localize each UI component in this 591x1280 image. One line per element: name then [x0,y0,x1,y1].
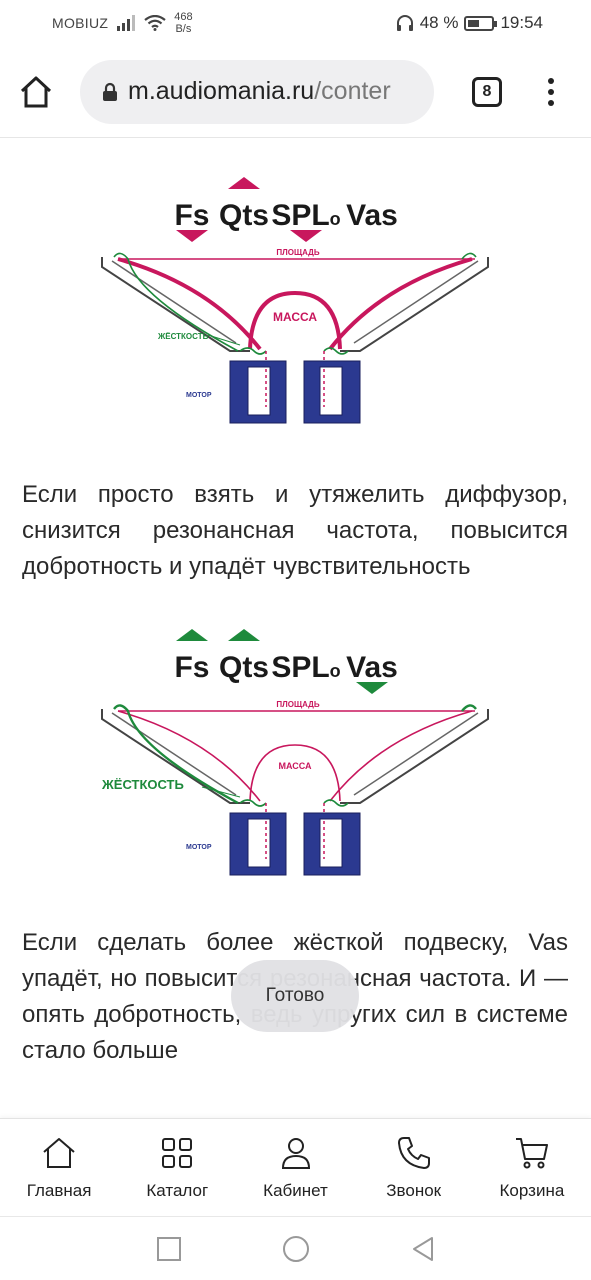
clock: 19:54 [500,13,543,32]
arrow-down-3 [356,682,388,694]
motor-right [303,812,361,876]
wifi-icon [144,15,166,31]
more-vert-icon [548,77,554,84]
label-stiffness: ЖЁСТКОСТЬ [157,332,209,341]
net-speed: 468 B/s [174,11,193,35]
home-circle-icon[interactable] [282,1235,310,1263]
param-label-3: Vas [346,651,398,684]
browser-toolbar: m.audiomania.ru/conter 8 [0,46,591,138]
param-label-3: Vas [346,199,398,232]
signal-icon [117,15,136,31]
nav-catalog[interactable]: Каталог [118,1119,236,1216]
basket-inner [111,712,479,796]
address-bar[interactable]: m.audiomania.ru/conter [80,59,434,124]
home-icon [43,1138,75,1168]
basket-inner [111,260,479,344]
label-stiffness: ЖЁСТКОСТЬ [101,777,184,792]
param-label-2: SPLo [271,199,340,232]
mass-dome [249,744,341,802]
nav-account[interactable]: Кабинет [236,1119,354,1216]
arrow-up-1 [228,629,260,641]
label-area: ПЛОЩАДЬ [276,248,320,257]
toast-done: Готово [231,960,359,1032]
bottom-nav: Главная Каталог Кабинет Звонок Корзина [0,1118,591,1216]
label-motor: МОТОР [186,392,212,399]
stiffness-leader [201,786,241,798]
suspension [113,704,477,805]
tab-switcher-button[interactable]: 8 [472,76,502,107]
carrier-name: MOBIUZ [52,15,109,31]
nav-home[interactable]: Главная [0,1119,118,1216]
tab-count: 8 [482,82,492,100]
cone-line [117,257,473,351]
param-label-1: Qts [219,651,269,684]
grid-icon [162,1138,193,1168]
arrow-up-1 [228,177,260,189]
cart-icon [515,1138,548,1169]
nav-call[interactable]: Звонок [355,1119,473,1216]
mass-dome [248,290,342,350]
paragraph-mass: Если просто взять и утяжелить диффузор, … [22,481,568,580]
param-label-1: Qts [219,199,269,232]
system-navigation [0,1216,591,1280]
home-icon [20,76,52,107]
battery-icon [464,15,498,31]
spider [239,799,349,807]
motor-right [303,360,361,424]
label-motor: МОТОР [186,844,212,851]
user-icon [281,1138,310,1169]
param-label-2: SPLo [271,651,340,684]
label-mass: МАССА [278,761,312,771]
arrow-down-0 [176,230,208,242]
status-bar: MOBIUZ 468 B/s 48 % 19:54 [0,0,591,46]
motor-left [229,812,287,876]
param-label-0: Fs [174,651,209,684]
suspension [113,252,477,352]
arrow-up-0 [176,629,208,641]
more-menu-button[interactable] [548,77,554,106]
spider [239,347,349,355]
nav-cart[interactable]: Корзина [473,1119,591,1216]
url-text: m.audiomania.ru/conter [128,77,391,105]
motor-left [229,360,287,424]
param-label-0: Fs [174,199,209,232]
home-button[interactable] [0,46,72,138]
phone-icon [397,1137,430,1169]
back-icon[interactable] [410,1236,436,1262]
recents-icon[interactable] [156,1236,182,1262]
cone-line [117,710,473,802]
stiffness-leader [207,334,241,346]
battery-percent: 48 % [419,13,459,32]
arrow-down-2 [290,230,322,242]
label-mass: МАССА [273,310,317,324]
headphones-icon [396,15,413,31]
label-area: ПЛОЩАДЬ [276,700,320,709]
lock-icon [103,82,117,101]
